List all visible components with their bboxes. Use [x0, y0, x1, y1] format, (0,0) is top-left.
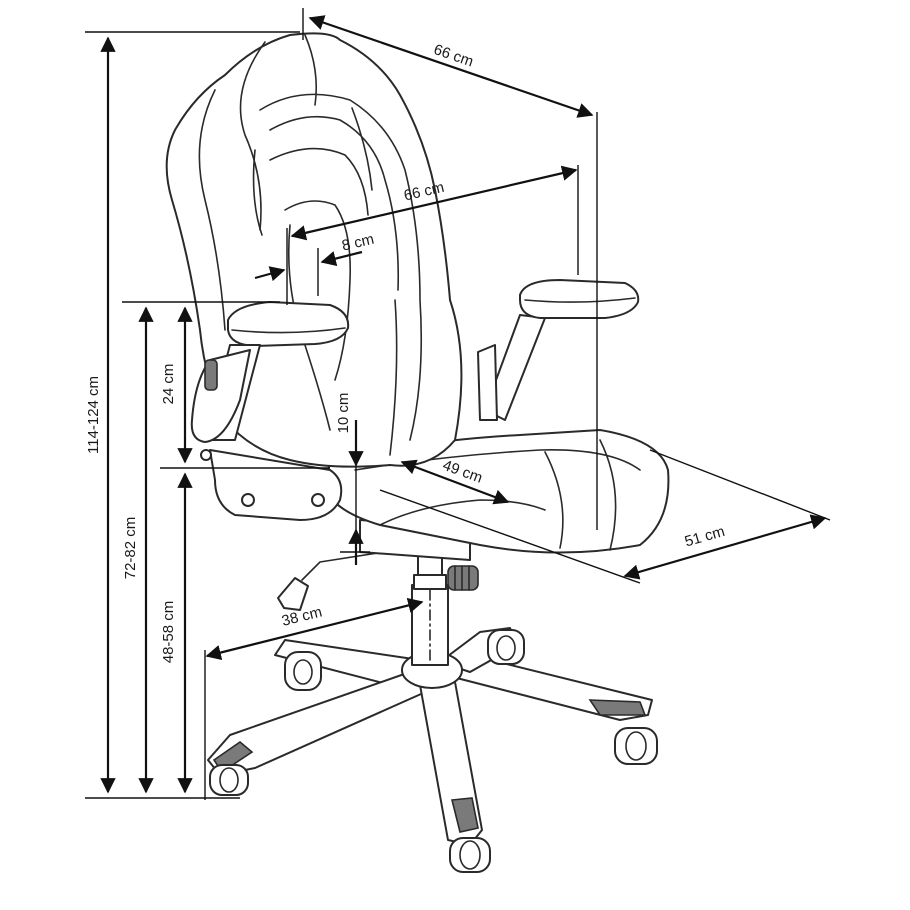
label-total-height: 114-124 cm — [85, 376, 102, 454]
chair-base — [207, 627, 658, 873]
armrest-right — [477, 279, 640, 421]
dim-armrest-width-right — [320, 250, 363, 267]
dim-armrest-width-left — [254, 266, 286, 282]
dim-seat-cushion-depth — [205, 597, 424, 661]
label-seat-height: 48-58 cm — [160, 601, 177, 664]
height-lever — [277, 547, 411, 611]
caster-front — [449, 837, 491, 873]
tilt-knob — [447, 565, 479, 591]
gas-cylinder — [411, 554, 449, 666]
caster-back-right — [487, 629, 525, 665]
label-seat-width: 51 cm — [683, 523, 727, 551]
dim-overall-width — [308, 15, 594, 118]
label-armrest-above-seat: 24 cm — [160, 364, 177, 405]
label-seat-lift: 10 cm — [335, 393, 352, 434]
dim-seat-width — [623, 514, 827, 580]
caster-right — [614, 727, 658, 765]
label-overall-width: 66 cm — [431, 41, 475, 70]
dimension-lines — [85, 8, 831, 800]
chair-illustration — [165, 32, 670, 873]
dim-seat-depth — [400, 459, 510, 505]
caster-left-front — [209, 764, 249, 796]
dim-armrest-span — [290, 165, 578, 241]
label-armrest-height: 72-82 cm — [122, 517, 139, 580]
caster-back-left — [284, 651, 322, 691]
label-armrest-width: 8 cm — [340, 231, 376, 255]
